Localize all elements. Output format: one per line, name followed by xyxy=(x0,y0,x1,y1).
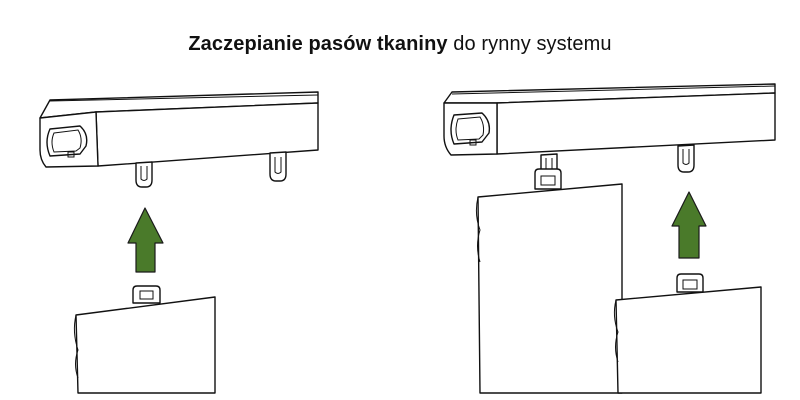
title-bold: Zaczepianie pasów tkaniny xyxy=(188,33,448,55)
left-rail-hook-1 xyxy=(135,161,153,188)
left-up-arrow-icon xyxy=(127,207,164,273)
right-hooked-fabric-panel xyxy=(475,168,623,394)
left-rail xyxy=(39,91,319,168)
right-fabric-panel xyxy=(613,273,762,394)
left-fabric-panel xyxy=(73,285,216,394)
right-up-arrow-icon xyxy=(671,191,707,259)
title-normal: do rynny systemu xyxy=(453,33,612,55)
diagram-title: Zaczepianie pasów tkaniny do rynny syste… xyxy=(0,33,800,56)
left-rail-hook-2 xyxy=(269,151,287,182)
right-rail xyxy=(443,83,776,156)
left-figure xyxy=(39,91,319,394)
right-figure xyxy=(443,83,776,394)
right-rail-hook-2 xyxy=(677,144,695,173)
